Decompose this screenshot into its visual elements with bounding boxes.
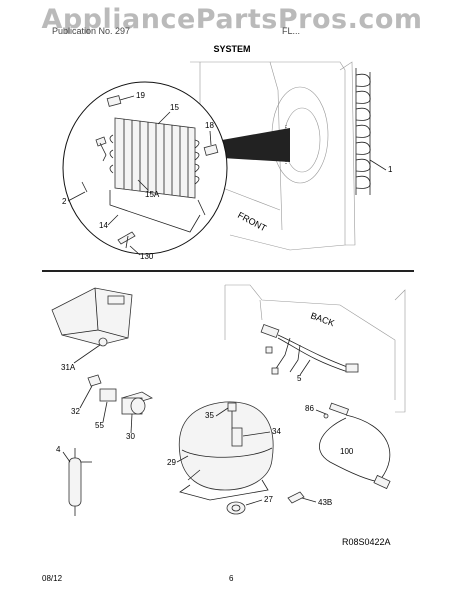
evaporator-assembly [81,95,219,249]
section-title: SYSTEM [213,44,251,54]
drier [68,448,92,516]
front-label: FRONT [236,210,269,234]
callout-55: 55 [95,421,104,430]
section-divider [42,270,414,272]
footer-page-number: 6 [229,574,234,583]
callout-19: 19 [136,91,145,100]
callout-1: 1 [388,165,393,174]
condenser-coil [355,68,371,195]
callout-18: 18 [205,121,214,130]
callout-43b: 43B [318,498,332,507]
footer-date: 08/12 [42,574,63,583]
back-label: BACK [309,310,335,328]
callout-15: 15 [170,103,179,112]
drawing-number: R08S0422A [342,537,391,547]
compressor [178,401,274,501]
publication-text: Publication No. 297 [52,26,131,36]
zoom-pointer [222,128,290,162]
machine-compartment [224,284,406,413]
clip [287,491,305,504]
callout-34: 34 [272,427,281,436]
wiring-harness [260,323,359,375]
callout-5: 5 [297,374,302,383]
callout-31a: 31A [61,363,76,372]
callout-15a: 15A [145,190,160,199]
model-text: FL... [282,26,301,36]
callout-14: 14 [99,221,108,230]
callout-2: 2 [62,197,67,206]
tubing-assembly [319,402,391,490]
callout-130: 130 [140,252,154,261]
callout-27: 27 [264,495,273,504]
callout-86: 86 [305,404,314,413]
machine-cover [51,287,133,347]
callout-30: 30 [126,432,135,441]
cabinet-outline [190,61,356,251]
callout-32: 32 [71,407,80,416]
callout-100: 100 [340,447,354,456]
grommet [226,501,246,515]
callout-35: 35 [205,411,214,420]
relay-overload [87,374,153,415]
callout-29: 29 [167,458,176,467]
callout-4: 4 [56,445,61,454]
watermark: AppliancePartsPros.com [41,4,423,35]
lower-callouts: 31A 5 32 55 30 35 86 34 4 29 100 27 43B [56,310,354,507]
